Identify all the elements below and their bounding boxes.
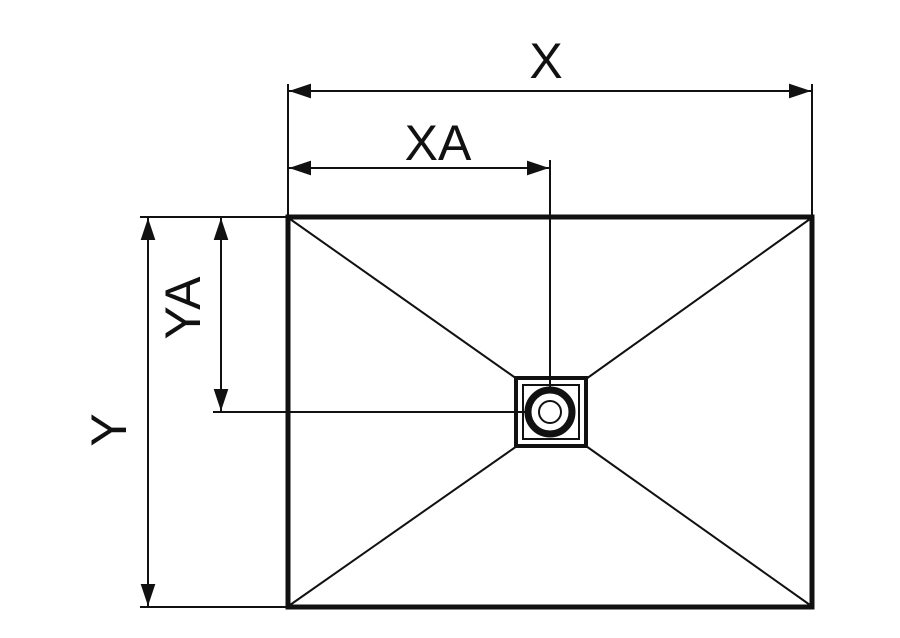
- label-xa: XA: [405, 115, 472, 171]
- slope-lines: [289, 218, 811, 606]
- label-ya: YA: [155, 276, 211, 340]
- dimension-lines: [140, 83, 811, 606]
- slope-line-bottom-left: [289, 445, 518, 606]
- label-y: Y: [81, 413, 137, 446]
- extension-lines: [140, 84, 813, 608]
- drain-inner-ring: [538, 400, 562, 424]
- slope-line-top-right: [585, 218, 811, 380]
- slope-line-top-left: [289, 218, 518, 380]
- label-x: X: [529, 33, 562, 89]
- slope-line-bottom-right: [585, 445, 811, 606]
